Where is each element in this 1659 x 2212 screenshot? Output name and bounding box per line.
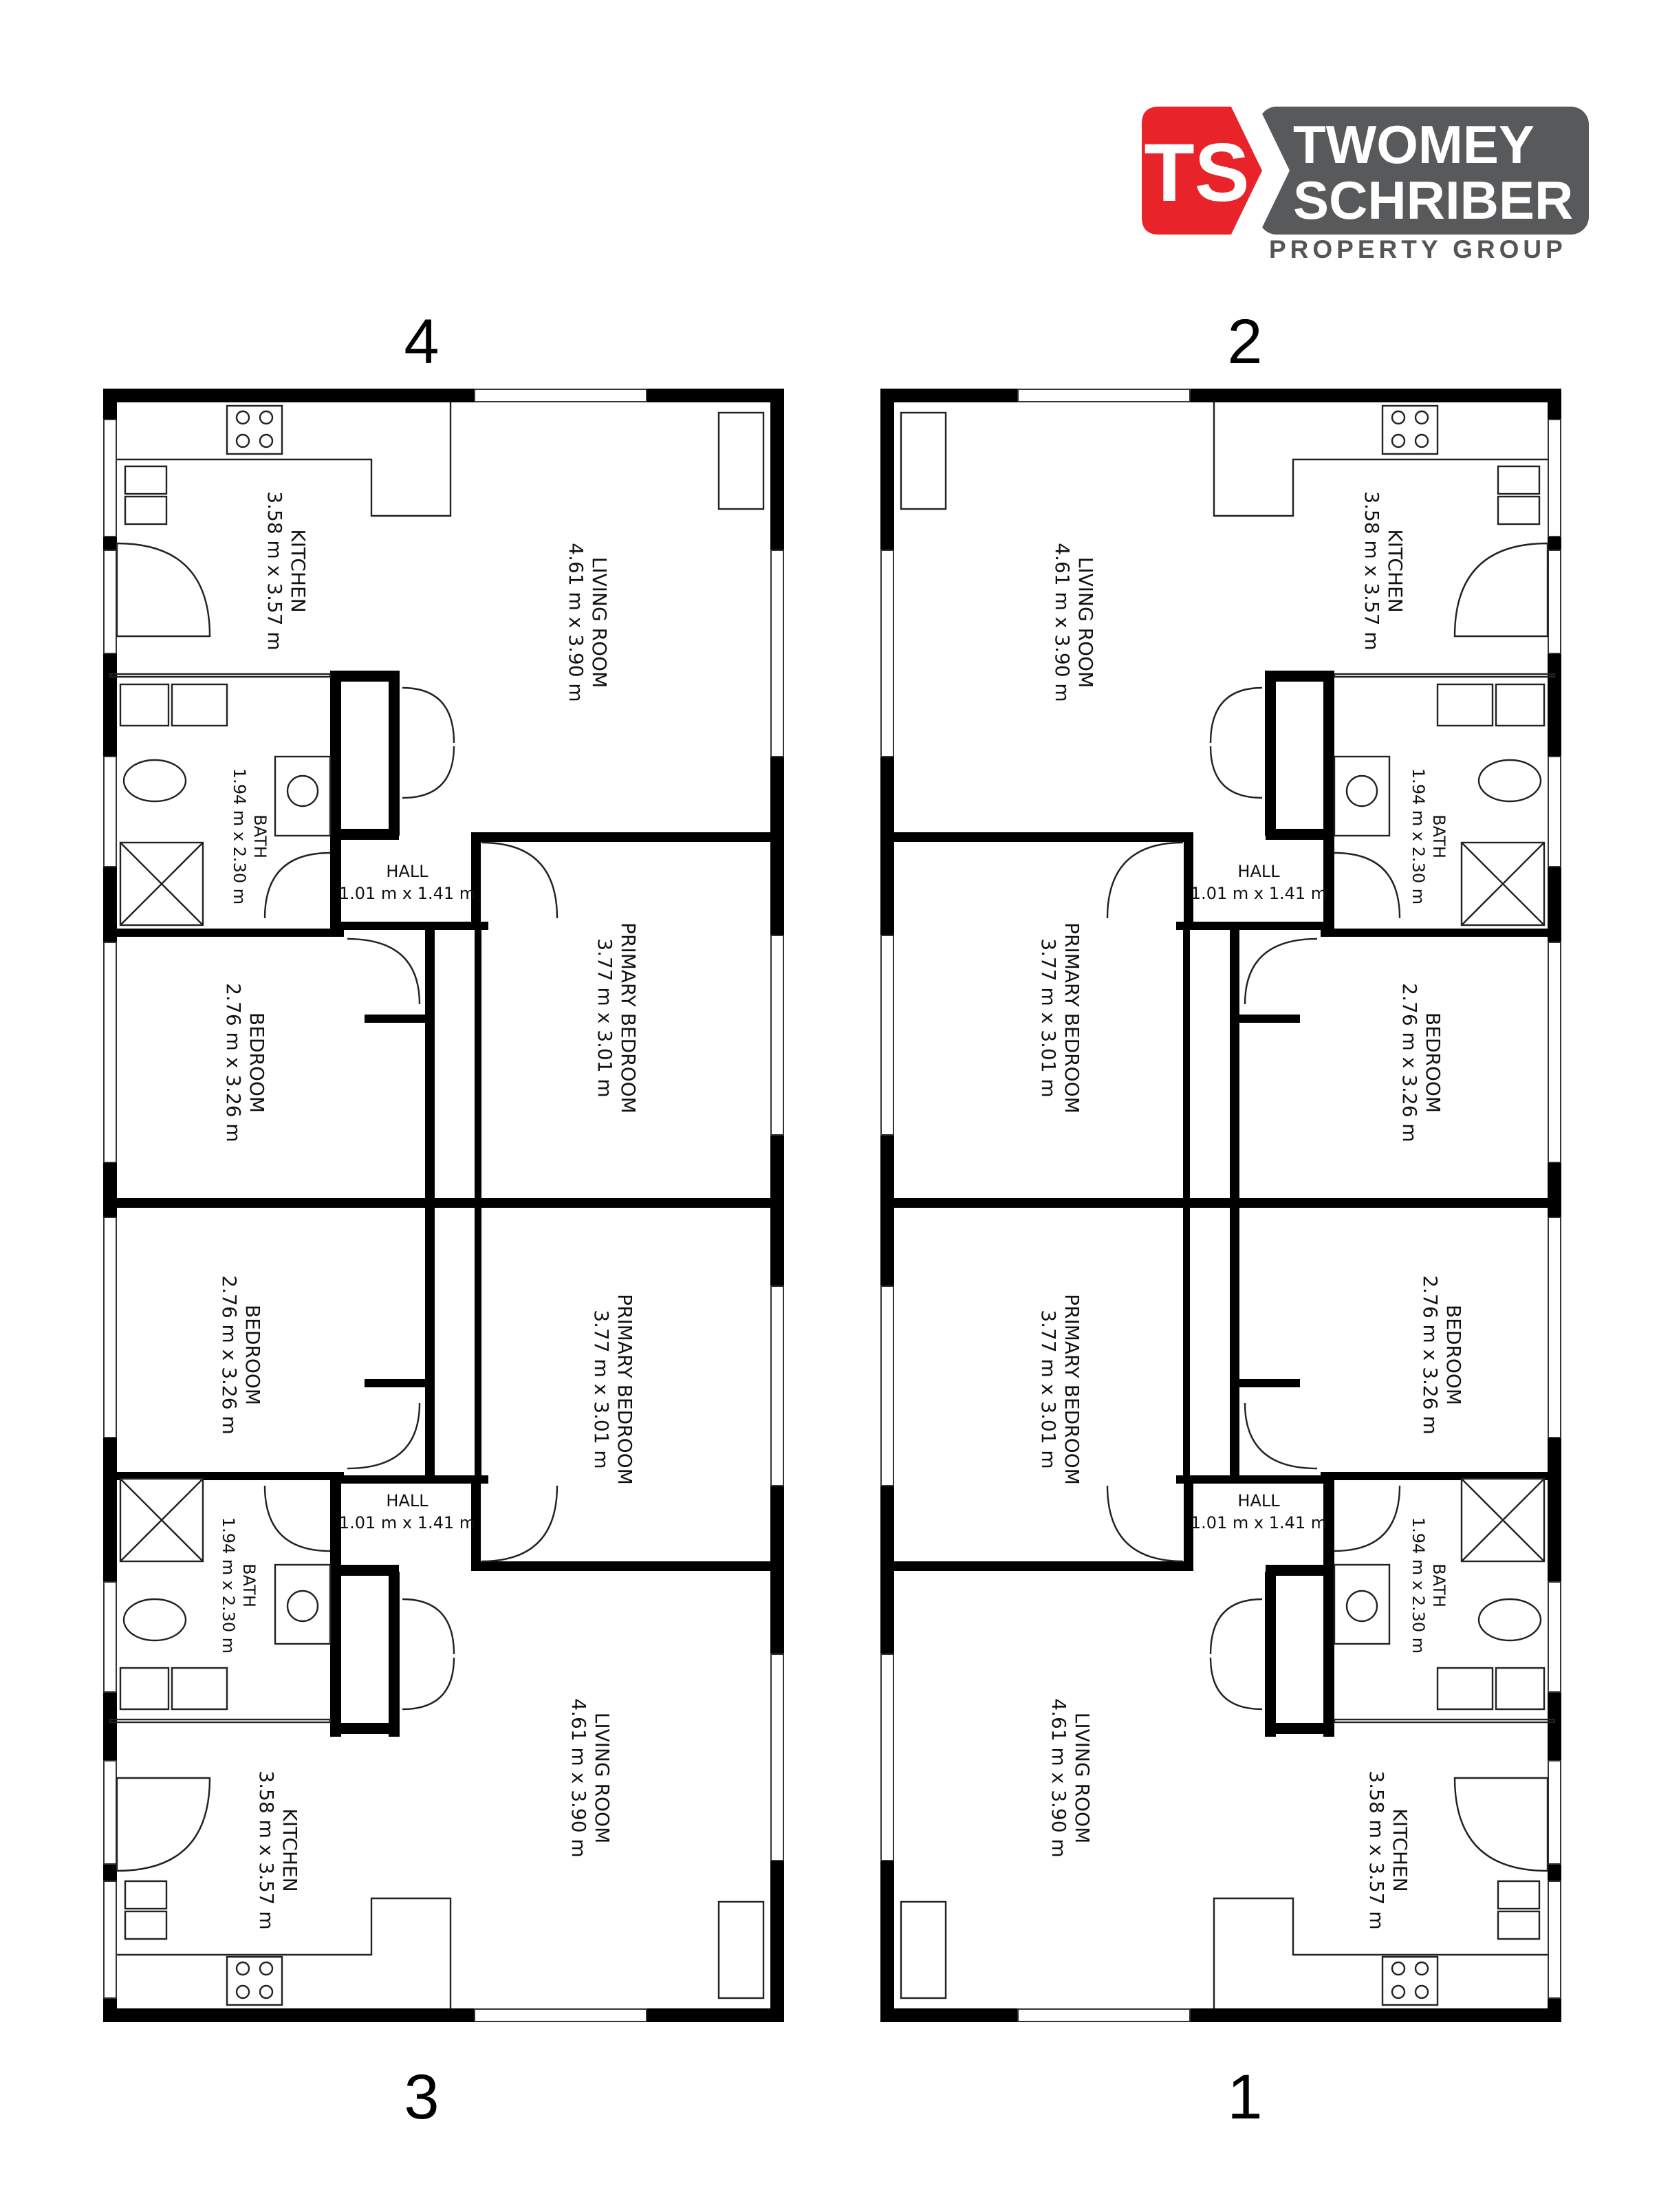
svg-text:1.01 m x 1.41 m: 1.01 m x 1.41 m (339, 884, 475, 903)
svg-text:1.94 m x 2.30 m: 1.94 m x 2.30 m (219, 1517, 238, 1653)
svg-text:BEDROOM: BEDROOM (241, 1305, 264, 1405)
room-label-u2-living: LIVING ROOM 4.61 m x 3.90 m (1051, 543, 1097, 702)
svg-text:PRIMARY BEDROOM: PRIMARY BEDROOM (1061, 922, 1083, 1114)
svg-text:3.58 m x 3.57 m: 3.58 m x 3.57 m (263, 491, 286, 650)
unit-number-2: 2 (1227, 307, 1262, 377)
svg-text:KITCHEN: KITCHEN (279, 1808, 301, 1891)
room-label-u2-bedroom: BEDROOM 2.76 m x 3.26 m (1398, 983, 1444, 1142)
svg-text:4.61 m x 3.90 m: 4.61 m x 3.90 m (565, 543, 587, 702)
svg-text:BATH: BATH (250, 814, 270, 858)
svg-text:1.94 m x 2.30 m: 1.94 m x 2.30 m (1409, 1517, 1428, 1653)
room-label-u3-hall: HALL 1.01 m x 1.41 m (339, 1491, 475, 1532)
room-label-u3-bath: BATH 1.94 m x 2.30 m (219, 1517, 259, 1653)
svg-text:1.01 m x 1.41 m: 1.01 m x 1.41 m (339, 1513, 475, 1532)
logo-line-1: TWOMEY (1293, 114, 1535, 175)
svg-text:3.58 m x 3.57 m: 3.58 m x 3.57 m (255, 1770, 278, 1929)
svg-text:3.77 m x 3.01 m: 3.77 m x 3.01 m (594, 938, 616, 1097)
svg-text:3.58 m x 3.57 m: 3.58 m x 3.57 m (1360, 491, 1383, 650)
logo-line-2: SCHRIBER (1293, 170, 1573, 230)
svg-text:BEDROOM: BEDROOM (1442, 1305, 1465, 1405)
svg-text:LIVING ROOM: LIVING ROOM (1071, 1713, 1094, 1844)
room-label-u2-bath: BATH 1.94 m x 2.30 m (1409, 768, 1449, 904)
svg-text:LIVING ROOM: LIVING ROOM (591, 1713, 614, 1844)
room-label-u3-primary: PRIMARY BEDROOM 3.77 m x 3.01 m (590, 1294, 636, 1485)
logo-monogram: TS (1144, 127, 1249, 219)
room-label-u1-bath: BATH 1.94 m x 2.30 m (1409, 1517, 1449, 1653)
room-label-u3-bedroom: BEDROOM 2.76 m x 3.26 m (218, 1275, 264, 1434)
svg-text:BEDROOM: BEDROOM (246, 1012, 268, 1113)
svg-text:PRIMARY BEDROOM: PRIMARY BEDROOM (614, 1294, 636, 1485)
svg-text:1.94 m x 2.30 m: 1.94 m x 2.30 m (230, 768, 249, 904)
room-label-u1-living: LIVING ROOM 4.61 m x 3.90 m (1048, 1698, 1094, 1857)
room-label-u4-bedroom: BEDROOM 2.76 m x 3.26 m (222, 983, 268, 1142)
room-label-u1-hall: HALL 1.01 m x 1.41 m (1191, 1491, 1327, 1532)
room-label-u3-kitchen: KITCHEN 3.58 m x 3.57 m (255, 1770, 301, 1929)
room-label-u4-kitchen: KITCHEN 3.58 m x 3.57 m (263, 491, 310, 650)
room-label-u4-living: LIVING ROOM 4.61 m x 3.90 m (565, 543, 611, 702)
building-right (880, 389, 1561, 2022)
building-left (103, 389, 784, 2022)
svg-text:BEDROOM: BEDROOM (1422, 1012, 1444, 1113)
room-label-u4-primary: PRIMARY BEDROOM 3.77 m x 3.01 m (594, 922, 640, 1114)
svg-text:1.01 m x 1.41 m: 1.01 m x 1.41 m (1191, 1513, 1327, 1532)
svg-text:HALL: HALL (386, 1491, 429, 1510)
room-label-u2-hall: HALL 1.01 m x 1.41 m (1191, 862, 1327, 903)
svg-text:4.61 m x 3.90 m: 4.61 m x 3.90 m (1051, 543, 1074, 702)
svg-text:1.01 m x 1.41 m: 1.01 m x 1.41 m (1191, 884, 1327, 903)
svg-text:3.77 m x 3.01 m: 3.77 m x 3.01 m (1037, 938, 1060, 1097)
svg-text:KITCHEN: KITCHEN (1384, 529, 1407, 612)
svg-text:LIVING ROOM: LIVING ROOM (1074, 557, 1097, 688)
svg-text:HALL: HALL (1237, 1491, 1280, 1510)
svg-text:LIVING ROOM: LIVING ROOM (588, 557, 611, 688)
unit-number-1: 1 (1227, 2062, 1262, 2132)
room-label-u3-living: LIVING ROOM 4.61 m x 3.90 m (567, 1698, 614, 1857)
svg-text:2.76 m x 3.26 m: 2.76 m x 3.26 m (1398, 983, 1421, 1142)
svg-text:2.76 m x 3.26 m: 2.76 m x 3.26 m (218, 1275, 241, 1434)
svg-text:PRIMARY BEDROOM: PRIMARY BEDROOM (1061, 1294, 1083, 1485)
room-label-u1-bedroom: BEDROOM 2.76 m x 3.26 m (1419, 1275, 1465, 1434)
svg-text:KITCHEN: KITCHEN (1389, 1808, 1411, 1891)
svg-text:2.76 m x 3.26 m: 2.76 m x 3.26 m (222, 983, 245, 1142)
svg-text:3.77 m x 3.01 m: 3.77 m x 3.01 m (1037, 1310, 1060, 1468)
svg-text:4.61 m x 3.90 m: 4.61 m x 3.90 m (1048, 1698, 1070, 1857)
svg-text:3.77 m x 3.01 m: 3.77 m x 3.01 m (590, 1310, 613, 1468)
room-label-u1-primary: PRIMARY BEDROOM 3.77 m x 3.01 m (1037, 1294, 1083, 1485)
room-label-u2-primary: PRIMARY BEDROOM 3.77 m x 3.01 m (1037, 922, 1083, 1114)
svg-text:PRIMARY BEDROOM: PRIMARY BEDROOM (617, 922, 640, 1114)
svg-text:2.76 m x 3.26 m: 2.76 m x 3.26 m (1419, 1275, 1442, 1434)
svg-text:KITCHEN: KITCHEN (287, 529, 310, 612)
unit-number-3: 3 (404, 2062, 439, 2132)
svg-text:1.94 m x 2.30 m: 1.94 m x 2.30 m (1409, 768, 1428, 904)
svg-text:3.58 m x 3.57 m: 3.58 m x 3.57 m (1365, 1770, 1388, 1929)
room-label-u4-hall: HALL 1.01 m x 1.41 m (339, 862, 475, 903)
svg-text:HALL: HALL (386, 862, 429, 881)
svg-text:4.61 m x 3.90 m: 4.61 m x 3.90 m (567, 1698, 590, 1857)
svg-text:BATH: BATH (239, 1563, 259, 1607)
room-label-u1-kitchen: KITCHEN 3.58 m x 3.57 m (1365, 1770, 1411, 1929)
unit-number-4: 4 (404, 307, 439, 377)
svg-text:BATH: BATH (1429, 814, 1449, 858)
logo-line-3: PROPERTY GROUP (1269, 235, 1567, 263)
company-logo: TS TWOMEY SCHRIBER PROPERTY GROUP (1142, 107, 1589, 263)
room-label-u2-kitchen: KITCHEN 3.58 m x 3.57 m (1360, 491, 1407, 650)
svg-text:BATH: BATH (1429, 1563, 1449, 1607)
room-label-u4-bath: BATH 1.94 m x 2.30 m (230, 768, 270, 904)
svg-text:HALL: HALL (1237, 862, 1280, 881)
